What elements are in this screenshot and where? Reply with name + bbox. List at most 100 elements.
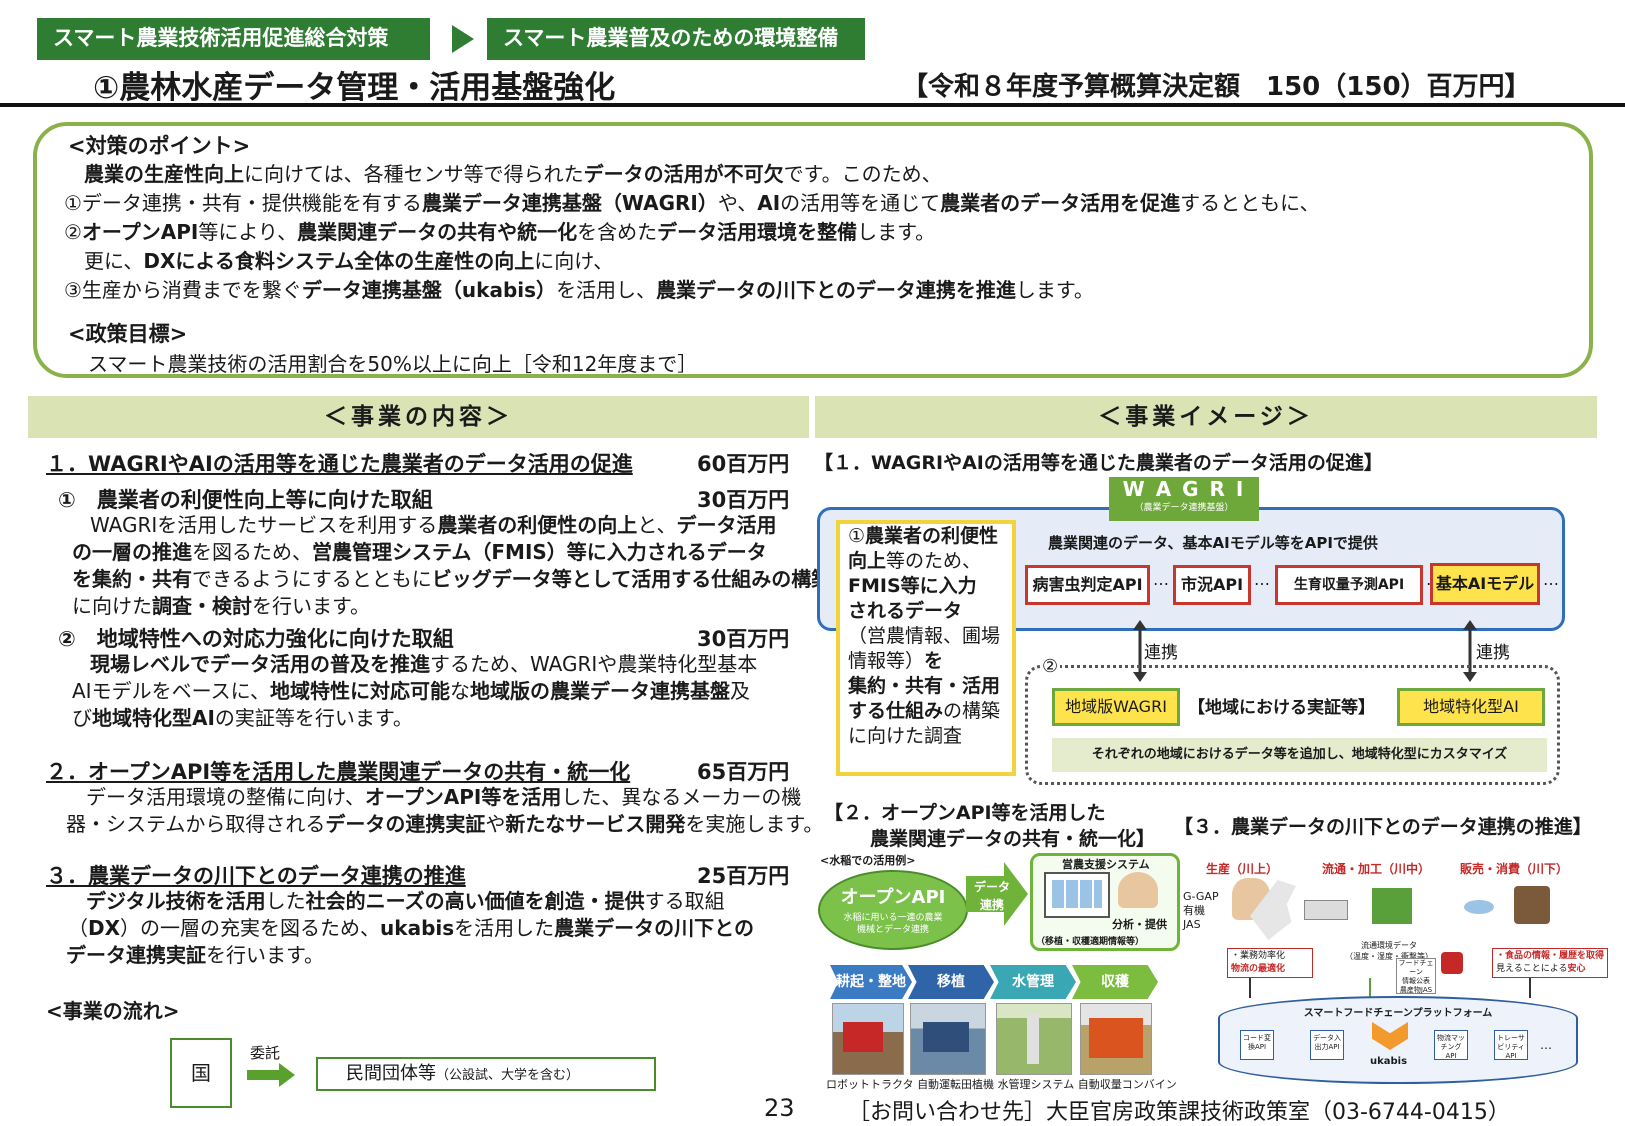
note-traceability: ・食品の情報・履歴を取得見えることによる安心 xyxy=(1492,948,1608,978)
api-pest-detection: 病害虫判定API xyxy=(1025,565,1150,605)
image-section-1-title: 【１．WAGRIやAIの活用等を通じた農業者のデータ活用の促進】 xyxy=(814,452,1383,474)
note-foodchain-jas: フードチェーン情報公表農産物JAS xyxy=(1396,958,1436,994)
note-efficiency: ・業務効率化物流の最適化 xyxy=(1227,948,1313,978)
budget-amount: 【令和８年度予算概算決定額 150（150）百万円】 xyxy=(902,72,1531,102)
section-1a-line-4: に向けた調査・検討を行います。 xyxy=(72,594,370,618)
section-1a-line-1: WAGRIを活用したサービスを利用する農業者の利便性の向上と、データ活用 xyxy=(90,513,777,537)
stage-tillage: 耕起・整地 xyxy=(830,965,912,999)
header-divider xyxy=(0,103,1625,107)
section-1b-line-1: 現場レベルでデータ活用の普及を推進するため、WAGRIや農業特化型基本 xyxy=(90,652,758,676)
program-tag: スマート農業技術活用促進総合対策 xyxy=(37,18,430,60)
api-dots-1: … xyxy=(1153,570,1169,589)
stage-transplant: 移植 xyxy=(908,965,994,999)
analysis-label: 分析・提供 xyxy=(1112,918,1167,931)
api-traceability: トレーサビリティAPI xyxy=(1494,1030,1528,1060)
connector-label-1: 連携 xyxy=(1144,643,1178,663)
section-2-title: ２．オープンAPI等を活用した農業関連データの共有・統一化 xyxy=(46,760,631,784)
points-line-3: ②オープンAPI等により、農業関連データの共有や統一化を含めたデータ活用環境を整… xyxy=(64,220,936,244)
api-growth-forecast: 生育収量予測API xyxy=(1275,565,1423,605)
section-1b-line-2: AIモデルをベースに、地域特性に対応可能な地域版の農業データ連携基盤及 xyxy=(72,679,750,703)
flow-country-box: 国 xyxy=(170,1038,232,1108)
warehouse-icon xyxy=(1372,888,1412,924)
section-1-title: １．WAGRIやAIの活用等を通じた農業者のデータ活用の促進 xyxy=(46,452,633,476)
arrow-right-icon xyxy=(452,25,474,53)
points-line-2: ①データ連携・共有・提供機能を有する農業データ連携基盤（WAGRI）や、AIの活… xyxy=(64,191,1320,215)
platform-dots: … xyxy=(1540,1038,1552,1052)
robot-tractor-image xyxy=(832,1003,904,1075)
points-line-4: 更に、DXによる食料システム全体の生産性の向上に向け、 xyxy=(84,249,614,273)
farmer-convenience-text: ①農業者の利便性 向上等のため、 FMIS等に入力 されるデータ （営農情報、圃… xyxy=(848,525,1001,747)
data-link-label: データ連携 xyxy=(974,880,1011,912)
regional-note: それぞれの地域におけるデータ等を追加し、地域特化型にカスタマイズ xyxy=(1052,738,1547,772)
platform-label: スマートフードチェーンプラットフォーム xyxy=(1303,1008,1493,1019)
api-dots-4: … xyxy=(1543,570,1559,589)
laptop-icon xyxy=(1044,872,1110,918)
image-section-3-title: 【３．農業データの川下とのデータ連携の推進】 xyxy=(1174,816,1592,838)
contact-info: ［お問い合わせ先］大臣官房政策課技術政策室（03-6744-0415） xyxy=(848,1100,1510,1125)
api-code-conversion: コード変換API xyxy=(1240,1030,1274,1060)
note-distribution-data: 流通環境データ（温度・湿度・衝撃等） xyxy=(1345,941,1433,961)
flow-itaku-label: 委託 xyxy=(250,1044,281,1062)
api-data-io: データ入出力API xyxy=(1310,1030,1344,1060)
jas-mark-icon xyxy=(1441,952,1463,974)
points-line-1: 農業の生産性向上に向けては、各種センサ等で得られたデータの活用が不可欠です。この… xyxy=(84,162,942,186)
auto-rice-transplanter-image xyxy=(910,1003,986,1075)
wagri-logo: W A G R I （農業データ連携基盤） xyxy=(1109,477,1259,521)
subprogram-tag: スマート農業普及のための環境整備 xyxy=(487,18,865,60)
open-api-ellipse: オープンAPI 水稲に用いる一連の農業 機械とデータ連携 xyxy=(818,870,968,950)
section-1b-amount: 30百万円 xyxy=(697,627,790,651)
wagri-description: 農業関連のデータ、基本AIモデル等をAPIで提供 xyxy=(1048,534,1378,552)
connector-label-2: 連携 xyxy=(1476,643,1510,663)
section-1a-title: ① 農業者の利便性向上等に向けた取組 xyxy=(58,488,433,512)
combine-harvester-image xyxy=(1080,1003,1152,1075)
stage-water: 水管理 xyxy=(990,965,1076,999)
platform-connectors xyxy=(1249,978,1531,998)
stage-sales-label: 販売・消費（川下） xyxy=(1460,862,1569,876)
farm-support-system-label: 営農支援システム xyxy=(1062,858,1150,871)
regional-demo-box xyxy=(1025,665,1560,785)
person-icon xyxy=(1118,872,1158,908)
section-1-amount: 60百万円 xyxy=(697,452,790,476)
stage-production-label: 生産（川上） xyxy=(1206,862,1279,876)
page-number: 23 xyxy=(764,1094,795,1122)
regional-number: ② xyxy=(1040,656,1061,677)
airplane-icon xyxy=(1464,900,1494,914)
ukabis-label: ukabis xyxy=(1370,1056,1408,1067)
api-dots-2: … xyxy=(1254,570,1270,589)
section-1a-line-3: を集約・共有できるようにするとともにビッグデータ等として活用する仕組みの構築 xyxy=(72,567,832,591)
section-1a-line-2: の一層の推進を図るため、営農管理システム（FMIS）等に入力されるデータ xyxy=(72,540,767,564)
points-line-5: ③生産から消費までを繋ぐデータ連携基盤（ukabis）を活用し、農業データの川下… xyxy=(64,278,1094,302)
section-2-line-2: 器・システムから取得されるデータの連携実証や新たなサービス開発を実施します。 xyxy=(66,812,824,836)
section-3-title: ３．農業データの川下とのデータ連携の推進 xyxy=(46,864,466,888)
api-base-ai-model: 基本AIモデル xyxy=(1430,563,1540,605)
page-title: ①農林水産データ管理・活用基盤強化 xyxy=(93,70,616,106)
api-market: 市況API xyxy=(1173,565,1251,605)
points-heading: <対策のポイント> xyxy=(68,134,251,158)
section-1b-title: ② 地域特性への対応力強化に向けた取組 xyxy=(58,627,454,651)
regional-ai: 地域特化型AI xyxy=(1397,688,1545,726)
regional-demo-label: 【地域における実証等】 xyxy=(1188,698,1375,718)
flow-heading: <事業の流れ> xyxy=(46,999,180,1023)
water-management-image xyxy=(996,1003,1072,1075)
section-3-amount: 25百万円 xyxy=(697,864,790,888)
image-section-2-title-a: 【２．オープンAPI等を活用した xyxy=(824,802,1106,824)
image-section-bar: ＜事業イメージ＞ xyxy=(815,396,1597,438)
machine-labels: ロボットトラクタ 自動運転田植機 水管理システム 自動収量コンバイン xyxy=(826,1078,1177,1091)
content-section-bar: ＜事業の内容＞ xyxy=(28,396,809,438)
rice-example-label: <水稲での活用例> xyxy=(820,854,916,867)
shopper-icon xyxy=(1514,886,1550,924)
data-link-arrow-icon xyxy=(966,862,1028,926)
api-logistics-matching: 物流マッチングAPI xyxy=(1434,1030,1468,1060)
points-box xyxy=(33,122,1593,378)
section-1b-line-3: び地域特化型AIの実証等を行います。 xyxy=(72,706,413,730)
stage-harvest: 収穫 xyxy=(1072,965,1158,999)
goal-text: スマート農業技術の活用割合を50%以上に向上［令和12年度まで］ xyxy=(88,352,698,376)
regional-wagri: 地域版WAGRI xyxy=(1052,688,1180,726)
farmer-convenience-box xyxy=(836,520,1016,776)
flow-arrow-icon xyxy=(247,1063,295,1087)
section-2-line-1: データ活用環境の整備に向け、オープンAPI等を活用した、異なるメーカーの機 xyxy=(86,785,802,809)
section-1a-amount: 30百万円 xyxy=(697,488,790,512)
flow-private-box: 民間団体等（公設試、大学を含む） xyxy=(316,1057,656,1091)
section-3-line-2: （DX）の一層の充実を図るため、ukabisを活用した農業データの川下との xyxy=(68,916,754,940)
